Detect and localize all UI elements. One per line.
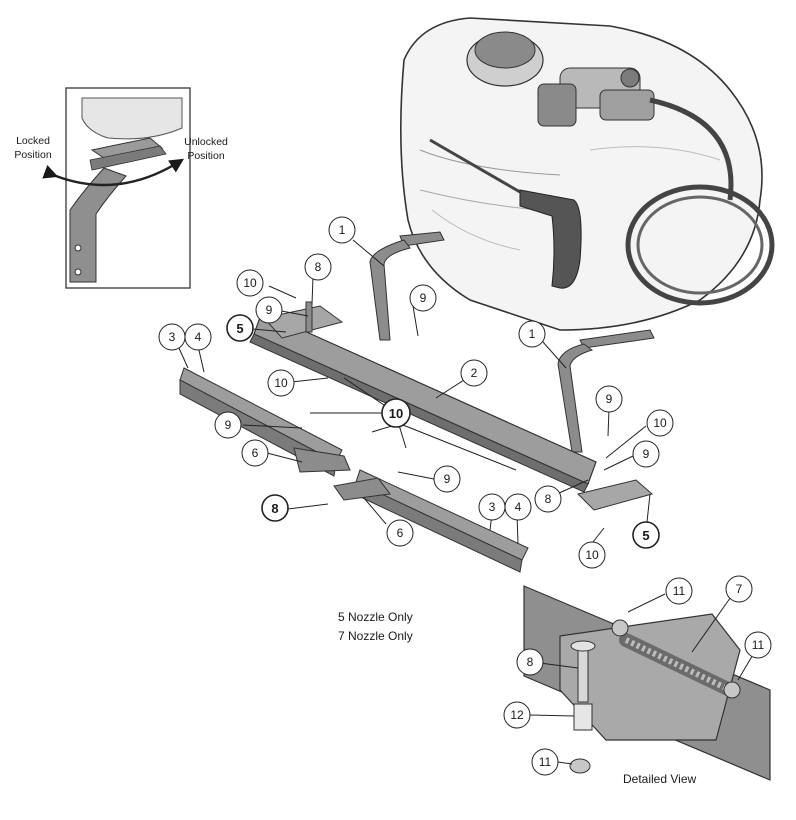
svg-text:7: 7 bbox=[736, 582, 743, 596]
callout-4b: 4 bbox=[504, 493, 532, 521]
svg-text:6: 6 bbox=[252, 446, 259, 460]
svg-text:1: 1 bbox=[529, 327, 536, 341]
callout-2: 2 bbox=[460, 359, 488, 387]
svg-text:10: 10 bbox=[274, 376, 288, 390]
pump-assembly bbox=[537, 67, 655, 127]
callout-9c: 9 bbox=[214, 411, 242, 439]
locked-position-label-line1: Locked bbox=[16, 135, 50, 147]
svg-text:4: 4 bbox=[195, 330, 202, 344]
callout-10a: 10 bbox=[236, 269, 264, 297]
callout-8b: 8 bbox=[261, 494, 289, 522]
callout-7: 7 bbox=[725, 575, 753, 603]
callout-3a: 3 bbox=[158, 323, 186, 351]
callout-10e: 10 bbox=[578, 541, 606, 569]
svg-text:9: 9 bbox=[606, 392, 613, 406]
svg-text:8: 8 bbox=[545, 492, 552, 506]
right-wing-boom-tube bbox=[353, 469, 529, 573]
svg-text:9: 9 bbox=[643, 447, 650, 461]
callout-9e: 9 bbox=[595, 385, 623, 413]
callout-8a: 8 bbox=[304, 253, 332, 281]
note-5-nozzle: 5 Nozzle Only bbox=[338, 610, 413, 624]
detail-nut-top bbox=[611, 619, 629, 637]
callout-9a: 9 bbox=[255, 296, 283, 324]
callout-9d: 9 bbox=[433, 465, 461, 493]
svg-text:11: 11 bbox=[539, 755, 552, 769]
svg-text:3: 3 bbox=[489, 500, 496, 514]
mount-bracket-left bbox=[369, 231, 445, 341]
unlocked-position-label-line2: Position bbox=[187, 150, 225, 162]
callout-leaders bbox=[177, 239, 755, 765]
svg-text:9: 9 bbox=[266, 303, 273, 317]
tank-lid bbox=[466, 31, 544, 87]
svg-text:8: 8 bbox=[527, 655, 534, 669]
svg-text:10: 10 bbox=[389, 406, 403, 421]
callout-9f: 9 bbox=[632, 440, 660, 468]
callout-9b: 9 bbox=[409, 284, 437, 312]
svg-text:8: 8 bbox=[315, 260, 322, 274]
spray-hose bbox=[429, 97, 775, 306]
lock-position-inset: Locked Position Unlocked Position bbox=[14, 87, 228, 289]
svg-text:1: 1 bbox=[339, 223, 346, 237]
detail-spacer bbox=[573, 703, 593, 731]
svg-text:3: 3 bbox=[169, 330, 176, 344]
callout-6a: 6 bbox=[241, 439, 269, 467]
callout-3b: 3 bbox=[478, 493, 506, 521]
detail-loose-nut bbox=[569, 758, 591, 774]
svg-text:4: 4 bbox=[515, 500, 522, 514]
svg-text:10: 10 bbox=[585, 548, 599, 562]
svg-text:5: 5 bbox=[642, 528, 649, 543]
detail-pivot-bolt bbox=[577, 645, 589, 703]
callout-11c: 11 bbox=[531, 748, 559, 776]
svg-text:2: 2 bbox=[471, 366, 478, 380]
callout-12: 12 bbox=[503, 701, 531, 729]
svg-text:9: 9 bbox=[225, 418, 232, 432]
svg-text:11: 11 bbox=[752, 638, 765, 652]
note-7-nozzle: 7 Nozzle Only bbox=[338, 629, 413, 643]
svg-text:9: 9 bbox=[444, 472, 451, 486]
detailed-view-caption: Detailed View bbox=[623, 772, 696, 786]
callout-1b: 1 bbox=[518, 320, 546, 348]
svg-text:11: 11 bbox=[673, 584, 686, 598]
svg-text:8: 8 bbox=[271, 501, 278, 516]
center-boom-tube bbox=[249, 311, 597, 493]
boom-hinge-bracket-right bbox=[577, 479, 654, 511]
detail-nut-right bbox=[723, 681, 741, 699]
fold-bracket-right bbox=[333, 477, 391, 501]
callout-6b: 6 bbox=[386, 519, 414, 547]
callout-11a: 11 bbox=[665, 577, 693, 605]
callout-1a: 1 bbox=[328, 216, 356, 244]
svg-text:6: 6 bbox=[397, 526, 404, 540]
svg-text:10: 10 bbox=[243, 276, 257, 290]
callout-4a: 4 bbox=[184, 323, 212, 351]
spray-gun bbox=[519, 189, 582, 289]
unlocked-position-label-line1: Unlocked bbox=[184, 136, 228, 148]
callout-8c: 8 bbox=[534, 485, 562, 513]
svg-text:5: 5 bbox=[236, 321, 243, 336]
mount-bracket-right bbox=[557, 329, 655, 453]
sprayer-tank bbox=[400, 17, 775, 331]
svg-text:12: 12 bbox=[510, 708, 524, 722]
detailed-view-illustration bbox=[523, 585, 771, 781]
svg-text:10: 10 bbox=[653, 416, 667, 430]
callout-5a: 5 bbox=[226, 314, 254, 342]
locked-position-label-line2: Position bbox=[14, 149, 52, 161]
callout-10c: 10 bbox=[381, 398, 411, 428]
fold-bracket-left bbox=[293, 447, 351, 473]
callout-8d: 8 bbox=[516, 648, 544, 676]
callout-11b: 11 bbox=[744, 631, 772, 659]
callout-5b: 5 bbox=[632, 521, 660, 549]
lock-rotation-arrow bbox=[42, 158, 185, 187]
callout-10d: 10 bbox=[646, 409, 674, 437]
svg-text:9: 9 bbox=[420, 291, 427, 305]
callout-10b: 10 bbox=[267, 369, 295, 397]
